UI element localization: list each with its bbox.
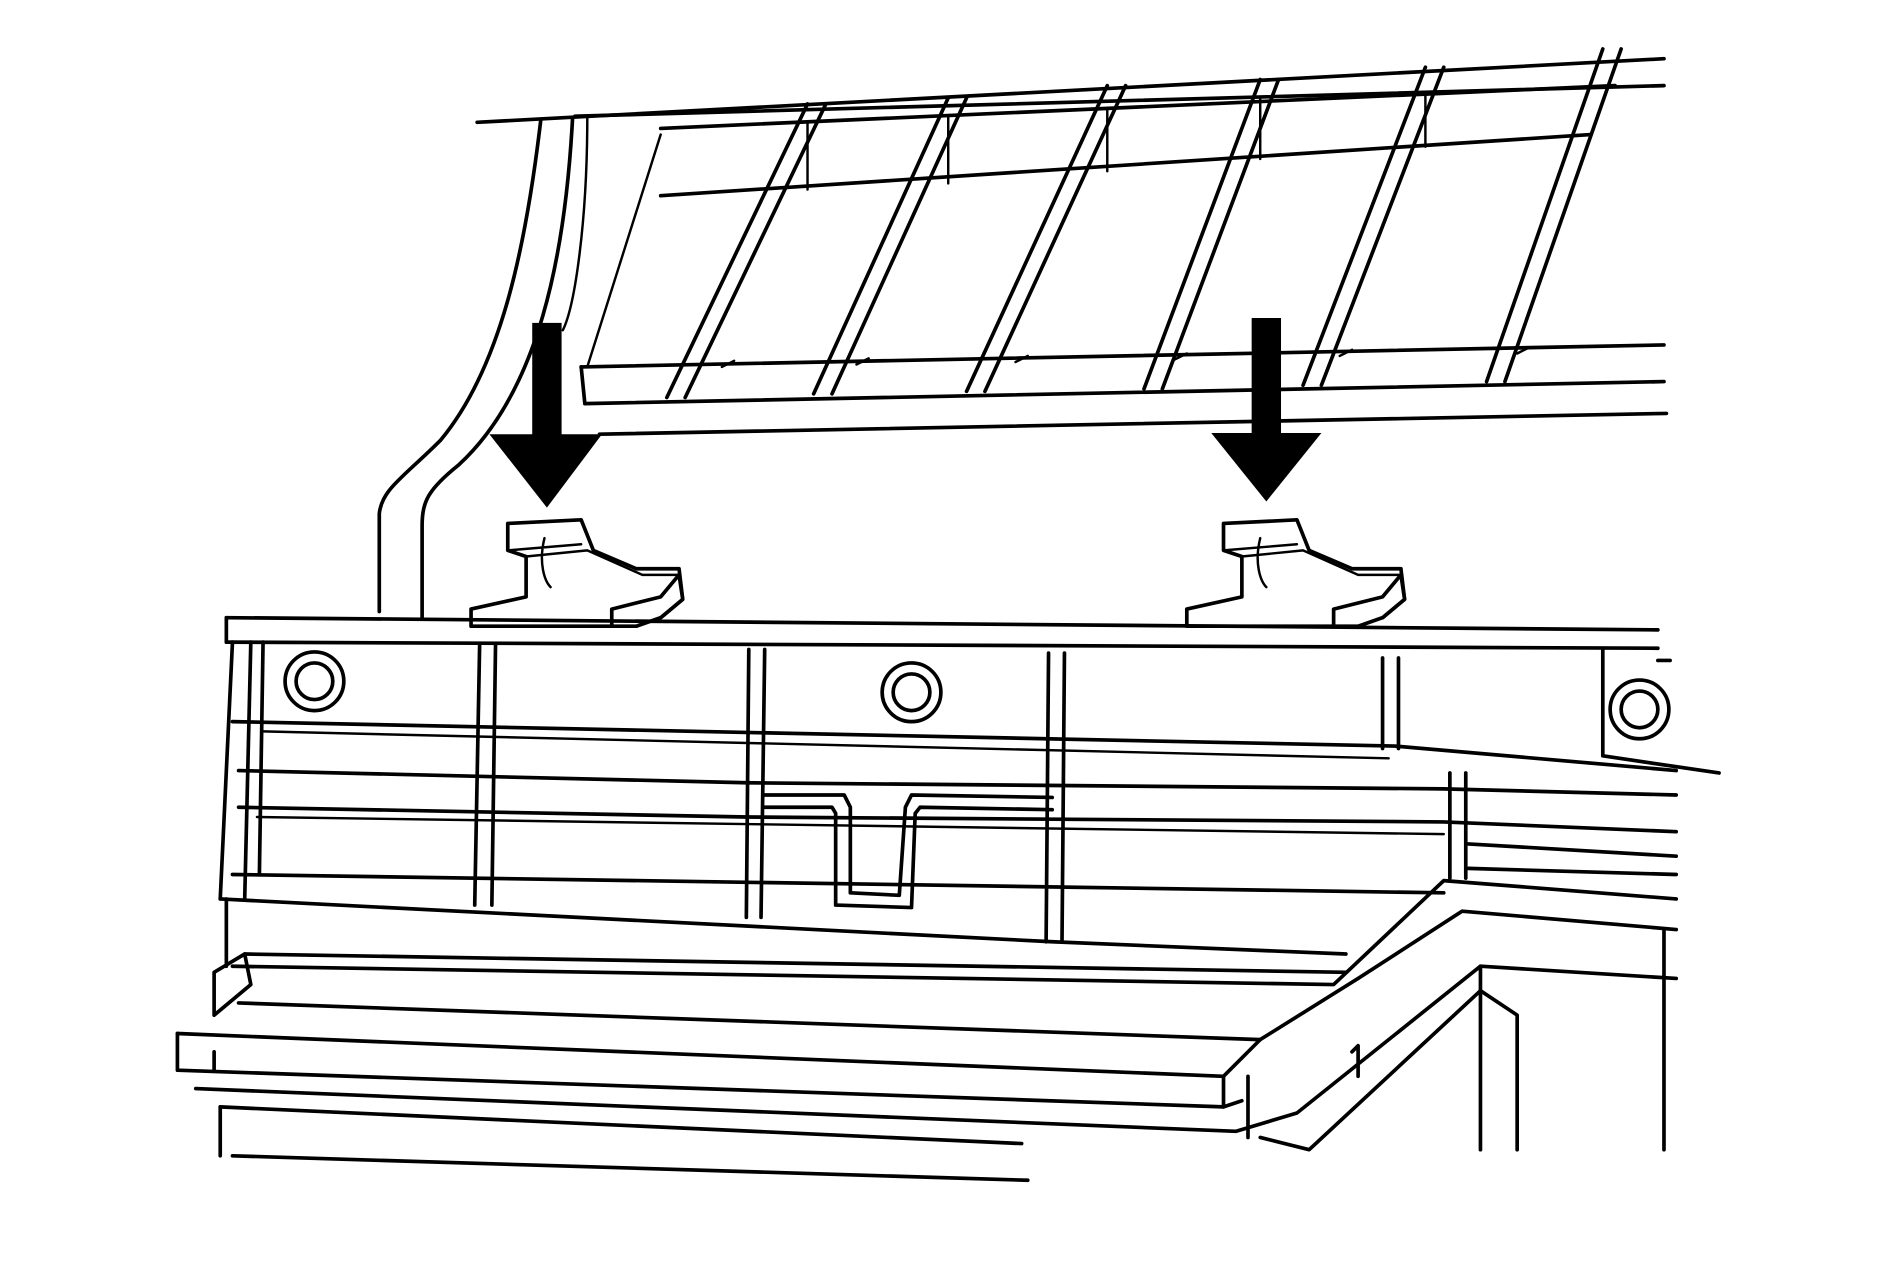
louver-panel (377, 47, 1669, 620)
lower-frame (218, 615, 1721, 969)
bottom-tray (175, 878, 1679, 1183)
clip-right (1184, 517, 1407, 629)
louver-slats (586, 47, 1623, 400)
arrow-right (1211, 318, 1322, 502)
clip-left (469, 517, 685, 629)
mounting-holes (283, 650, 1671, 741)
arrow-left (489, 322, 602, 508)
